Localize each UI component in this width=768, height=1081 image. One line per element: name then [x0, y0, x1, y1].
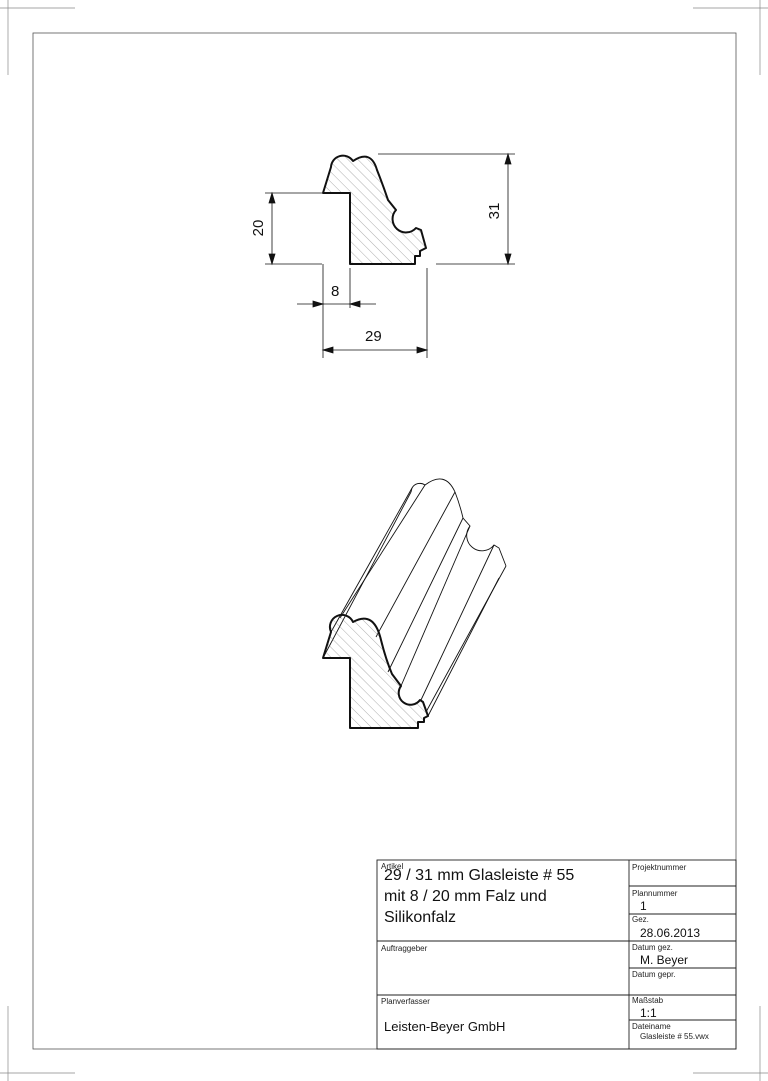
profile-section-outline: [322, 154, 427, 265]
dim-label-total-height: 31: [486, 202, 503, 220]
profile-isometric: [322, 478, 507, 729]
planverfasser-label: Planverfasser: [381, 997, 430, 1006]
dateiname-label: Dateiname: [632, 1022, 671, 1031]
datum-gez-label: Datum gez.: [632, 943, 673, 952]
plannummer-value: 1: [640, 899, 647, 913]
artikel-line-3: Silikonfalz: [384, 909, 457, 926]
dimension-lines: [265, 152, 515, 358]
plannummer-label: Plannummer: [632, 889, 678, 898]
projektnummer-label: Projektnummer: [632, 863, 687, 872]
dateiname-value: Glasleiste # 55.vwx: [640, 1032, 709, 1041]
datum-gepr-label: Datum gepr.: [632, 970, 676, 979]
dim-label-width: 29: [365, 328, 382, 345]
massstab-value: 1:1: [640, 1006, 657, 1020]
profile-section: [322, 154, 427, 265]
dim-label-height: 20: [250, 219, 267, 237]
artikel-line-2: mit 8 / 20 mm Falz und: [384, 888, 547, 905]
planverfasser-value: Leisten-Beyer GmbH: [384, 1019, 506, 1034]
artikel-text: 29 / 31 mm Glasleiste # 55 mit 8 / 20 mm…: [384, 865, 619, 928]
isometric-front-face: [322, 613, 429, 729]
artikel-label: Artikel: [381, 862, 404, 871]
dim-label-rebate: 8: [331, 283, 340, 300]
gez-value: 28.06.2013: [640, 926, 701, 940]
datum-gez-value: M. Beyer: [640, 953, 689, 967]
title-block-frame: [376, 859, 737, 1050]
auftraggeber-label: Auftraggeber: [381, 944, 428, 953]
massstab-label: Maßstab: [632, 996, 664, 1005]
artikel-line-1: 29 / 31 mm Glasleiste # 55: [384, 867, 575, 884]
gez-label: Gez.: [632, 915, 649, 924]
